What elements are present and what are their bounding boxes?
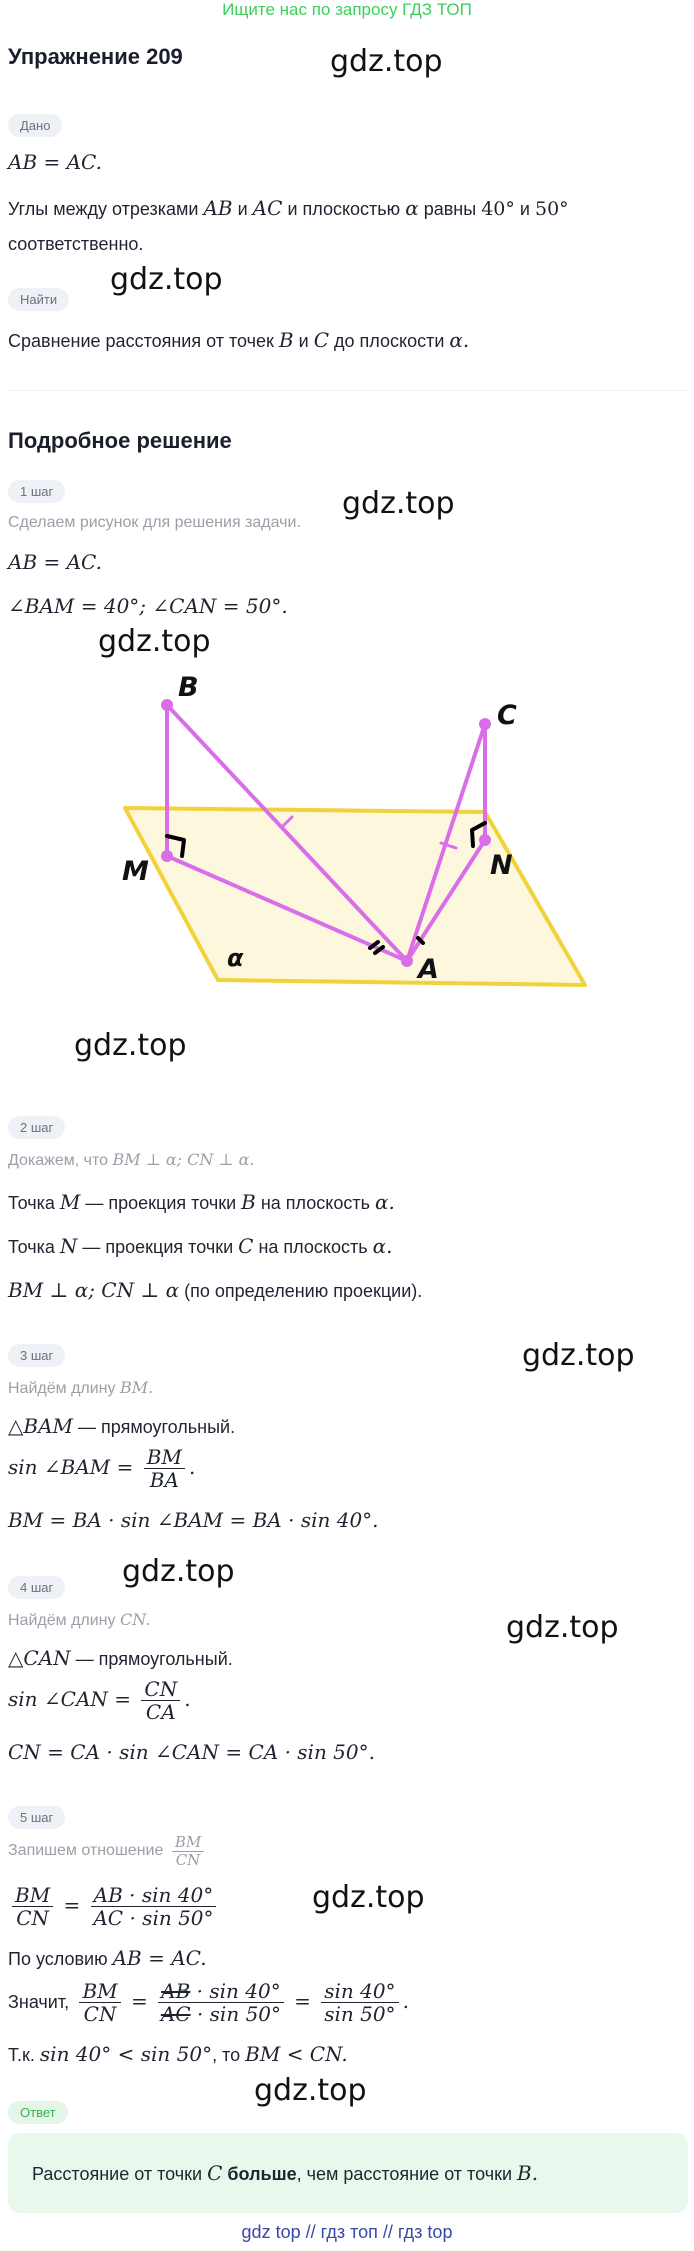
step-2-line-1: Точка M — проекция точки B на плоскость …	[8, 1190, 395, 1214]
step-4-result: CN = CA · sin ∠CAN = CA · sin 50°.	[8, 1740, 375, 1764]
solution-title: Подробное решение	[8, 428, 232, 453]
given-label: Дано	[8, 114, 63, 137]
point-m	[161, 850, 173, 862]
watermark: gdz.top	[74, 1028, 187, 1063]
tick-mark	[280, 815, 294, 829]
page-title: Упражнение 209	[8, 44, 183, 69]
step-2-line-3: BM ⊥ α; CN ⊥ α (по определению проекции)…	[8, 1278, 423, 1302]
angle-mark-can	[416, 936, 425, 945]
segment-ba	[165, 703, 409, 963]
watermark: gdz.top	[522, 1338, 635, 1373]
given-equation: AB = AC.	[8, 150, 103, 174]
step-3-label: 3 шаг	[8, 1344, 66, 1367]
step-4-triangle: △CAN — прямоугольный.	[8, 1646, 233, 1670]
watermark: gdz.top	[110, 262, 223, 297]
step-2-caption: Докажем, что BM ⊥ α; CN ⊥ α.	[8, 1150, 255, 1169]
point-b	[161, 699, 173, 711]
answer-text: Расстояние от точки C больше, чем рассто…	[32, 2161, 539, 2185]
tick-mark	[439, 841, 458, 850]
geometry-figure: B C M N A α	[122, 672, 587, 987]
divider	[6, 390, 688, 391]
label-alpha: α	[227, 944, 244, 972]
segment-ca	[405, 722, 487, 963]
step-1-label: 1 шаг	[8, 480, 66, 503]
label-a: A	[416, 954, 439, 985]
step-3-caption: Найдём длину BM.	[8, 1378, 154, 1397]
label-b: B	[178, 672, 199, 703]
point-a	[401, 955, 413, 967]
label-n: N	[490, 850, 513, 881]
step-5-since: Т.к. sin 40° < sin 50°, то BM < CN.	[8, 2042, 348, 2066]
watermark: gdz.top	[254, 2073, 367, 2108]
angle-mark-bam	[373, 945, 385, 955]
answer-box: Расстояние от точки C больше, чем рассто…	[8, 2133, 688, 2213]
watermark: gdz.top	[122, 1554, 235, 1589]
step-5-label: 5 шаг	[8, 1806, 66, 1829]
step-2-line-2: Точка N — проекция точки C на плоскость …	[8, 1234, 393, 1258]
step-2-label: 2 шаг	[8, 1116, 66, 1139]
watermark: gdz.top	[342, 486, 455, 521]
find-label: Найти	[8, 288, 70, 311]
watermark: gdz.top	[312, 1880, 425, 1915]
angle-mark-bam	[368, 940, 380, 950]
watermark: gdz.top	[506, 1610, 619, 1645]
answer-label: Ответ	[8, 2101, 68, 2124]
given-text-cont: соответственно.	[8, 234, 144, 254]
step-1-eq1: AB = AC.	[8, 550, 103, 574]
point-n	[479, 834, 491, 846]
label-m: M	[122, 856, 149, 887]
plane-alpha	[123, 806, 587, 987]
step-1-caption: Сделаем рисунок для решения задачи.	[8, 514, 301, 531]
top-banner[interactable]: Ищите нас по запросу ГДЗ ТОП	[222, 0, 472, 19]
watermark: gdz.top	[330, 44, 443, 79]
step-3-triangle: △BAM — прямоугольный.	[8, 1414, 236, 1438]
watermark: gdz.top	[98, 624, 211, 659]
right-angle-n	[470, 821, 487, 848]
step-4-caption: Найдём длину CN.	[8, 1610, 151, 1629]
segment-ma	[165, 854, 409, 963]
find-text: Сравнение расстояния от точек B и C до п…	[8, 328, 470, 352]
step-1-eq2: ∠BAM = 40°; ∠CAN = 50°.	[8, 594, 288, 618]
point-c	[479, 718, 491, 730]
footer-links[interactable]: gdz top // гдз топ // гдз top	[241, 2222, 453, 2242]
step-4-label: 4 шаг	[8, 1576, 66, 1599]
right-angle-m	[165, 834, 186, 858]
step-5-condition: По условию AB = AC.	[8, 1946, 207, 1970]
step-3-result: BM = BA · sin ∠BAM = BA · sin 40°.	[8, 1508, 379, 1532]
given-text: Углы между отрезками AB и AC и плоскость…	[8, 196, 569, 220]
label-c: C	[497, 700, 517, 731]
